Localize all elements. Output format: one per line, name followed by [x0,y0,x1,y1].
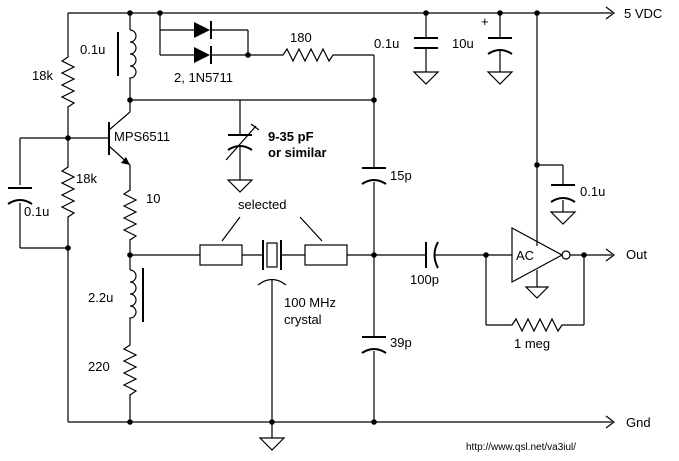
out-label: Out [626,247,647,262]
c-bypass2-plus: + [481,14,489,29]
c-collector-label: 0.1u [80,42,105,57]
capacitor-39p [361,336,387,354]
resistor-1meg [507,317,567,333]
c-39p-label: 39p [390,335,412,350]
capacitor-bypass-0u1 [414,37,438,49]
c-15p-label: 15p [390,168,412,183]
supply-rail [68,6,615,20]
left-bias-wiring [19,13,108,422]
crystal-100mhz [262,240,282,270]
gnd-label: Gnd [626,415,651,430]
crystal-case-arc [257,278,287,286]
diode-pair [159,13,278,64]
r-top-bias-label: 18k [32,68,53,83]
capacitor-amp-0u1 [550,184,576,203]
ground-symbol-c2 [486,71,514,85]
r-10-label: 10 [146,191,160,206]
c-base-label: 0.1u [24,204,49,219]
selected-label: selected [238,197,286,212]
collector-inductor [129,29,137,100]
inductor-label: 2.2u [88,290,113,305]
supply-label: 5 VDC [624,6,662,21]
trimmer-capacitor [225,100,260,193]
ground-symbol-c1 [412,71,440,85]
diodes-label: 2, 1N5711 [174,70,233,85]
transistor-mps6511 [108,100,131,183]
capacitor-base [7,187,33,205]
junction-dots [65,10,587,425]
capacitor-15p [361,167,387,185]
ground-rail [68,415,615,429]
trimmer-value-label: 9-35 pF [268,129,314,144]
resistor-10 [122,183,138,255]
selected-pointer-right [299,216,323,242]
crystal-freq-label: 100 MHz [284,295,336,310]
c-bypass1-label: 0.1u [374,36,399,51]
ground-symbol-bottom [258,422,286,451]
trimmer-note-label: or similar [268,145,327,160]
selected-resistor-left [199,244,243,266]
r-220-label: 220 [88,359,110,374]
selected-pointer-left [221,216,241,242]
r-1meg-label: 1 meg [514,336,550,351]
resistor-top-bias [60,50,76,112]
r-180-label: 180 [290,30,312,45]
source-url: http://www.qsl.net/va3iul/ [466,442,576,453]
r-bottom-bias-label: 18k [76,171,97,186]
c-100p-label: 100p [410,272,439,287]
resistor-bottom-bias [60,160,76,225]
amp-label: AC [516,248,534,263]
capacitor-bypass-10u [487,37,513,55]
resistor-180 [278,47,338,63]
c-bypass2-label: 10u [452,36,474,51]
crystal-word-label: crystal [284,312,322,327]
selected-resistor-right [304,244,348,266]
ground-symbol-c3 [549,211,577,225]
c-amp-supply-label: 0.1u [580,184,605,199]
ac-amplifier [511,226,571,299]
inductor-2u2 [129,269,137,338]
resistor-220 [122,338,138,422]
transistor-label: MPS6511 [114,129,170,144]
